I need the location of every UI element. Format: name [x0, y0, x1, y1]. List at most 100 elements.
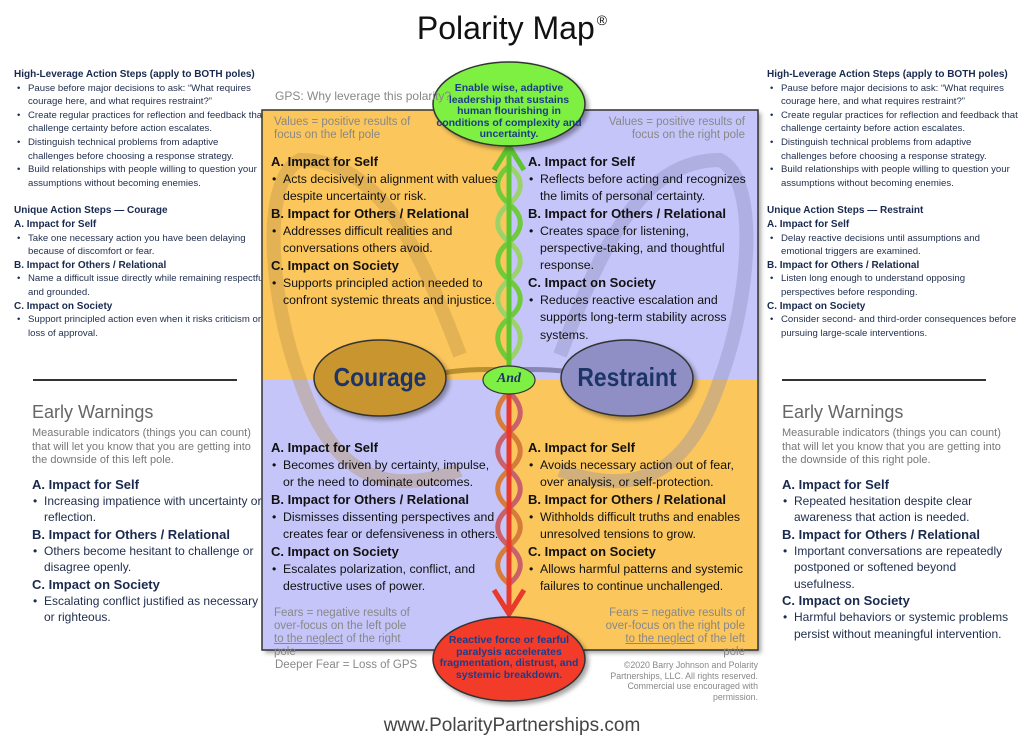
list-item: Distinguish technical problems from adap… [767, 136, 1019, 163]
section-label: C. Impact on Society [32, 576, 160, 592]
early-warnings-heading: Early Warnings [32, 402, 154, 422]
right-early-warnings: Early Warnings Measurable indicators (th… [782, 402, 1014, 642]
left-action-steps: High-Leverage Action Steps (apply to BOT… [14, 68, 266, 340]
section-label: A. Impact for Self [528, 154, 635, 169]
list-item: Create regular practices for reflection … [14, 109, 266, 136]
divider [33, 379, 237, 381]
section-label: B. Impact for Others / Relational [767, 259, 920, 271]
section-label: B. Impact for Others / Relational [782, 526, 980, 542]
high-leverage-heading: High-Leverage Action Steps (apply to BOT… [767, 69, 1008, 80]
list-item: Reduces reactive escalation and supports… [528, 292, 758, 344]
list-item: Name a difficult issue directly while re… [14, 272, 266, 299]
lower-left-fears: A. Impact for Self Becomes driven by cer… [271, 439, 501, 595]
fears-right-label: Fears = negative results of over-focus o… [603, 607, 745, 659]
unique-steps-heading: Unique Action Steps — Courage [14, 205, 168, 217]
early-warnings-heading: Early Warnings [782, 402, 904, 422]
section-label: C. Impact on Society [14, 300, 113, 312]
list-item: Escalating conflict justified as necessa… [32, 593, 264, 626]
left-early-warnings: Early Warnings Measurable indicators (th… [32, 402, 264, 626]
list-item: Addresses difficult realities and conver… [271, 223, 501, 258]
and-label: And [496, 371, 522, 386]
copyright-text: ©2020 Barry Johnson and Polarity Partner… [610, 660, 758, 702]
values-left-label: Values = positive results of focus on th… [274, 116, 411, 141]
deeper-fear-text: Reactive force or fearful paralysis acce… [439, 634, 579, 681]
section-label: A. Impact for Self [782, 476, 889, 492]
list-item: Supports principled action needed to con… [271, 275, 501, 310]
section-label: A. Impact for Self [271, 440, 378, 455]
list-item: Increasing impatience with uncertainty o… [32, 493, 264, 526]
neglect-text: to the neglect [625, 633, 695, 645]
section-label: A. Impact for Self [32, 476, 139, 492]
left-pole-ellipse [313, 339, 447, 417]
list-item: Others become hesitant to challenge or d… [32, 543, 264, 576]
list-item: Create regular practices for reflection … [767, 109, 1019, 136]
list-item: Consider second- and third-order consequ… [767, 313, 1019, 340]
section-label: B. Impact for Others / Relational [32, 526, 230, 542]
neglect-text: to the neglect [274, 633, 344, 645]
deeper-fear-label: Deeper Fear = Loss of GPS [275, 659, 418, 671]
list-item: Allows harmful patterns and systemic fai… [528, 561, 758, 596]
list-item: Acts decisively in alignment with values… [271, 171, 501, 206]
divider [782, 379, 986, 381]
left-pole-label: Courage [333, 362, 427, 392]
list-item: Listen long enough to understand opposin… [767, 272, 1019, 299]
list-item: Pause before major decisions to ask: “Wh… [767, 82, 1019, 109]
fears-left-text: Fears = negative results of over-focus o… [274, 607, 410, 632]
section-label: B. Impact for Others / Relational [271, 206, 469, 222]
early-warnings-description: Measurable indicators (things you can co… [782, 427, 1001, 466]
section-label: B. Impact for Others / Relational [528, 206, 726, 222]
section-label: A. Impact for Self [528, 440, 635, 455]
list-item: Escalates polarization, conflict, and de… [271, 561, 501, 596]
section-label: B. Impact for Others / Relational [271, 492, 469, 508]
list-item: Becomes driven by certainty, impulse, or… [271, 457, 501, 492]
upper-right-values: A. Impact for Self Reflects before actin… [528, 153, 758, 344]
list-item: Dismisses dissenting perspectives and cr… [271, 509, 501, 544]
upper-left-values: A. Impact for Self Acts decisively in al… [271, 153, 501, 309]
section-label: C. Impact on Society [782, 593, 910, 608]
list-item: Creates space for listening, perspective… [528, 223, 758, 275]
list-item: Support principled action even when it r… [14, 313, 266, 340]
list-item: Delay reactive decisions until assumptio… [767, 232, 1019, 259]
deeper-fear-ellipse [432, 616, 586, 702]
section-label: A. Impact for Self [767, 218, 850, 230]
fears-left-rest: of the right pole [274, 633, 401, 658]
section-label: C. Impact on Society [271, 544, 399, 560]
high-leverage-heading: High-Leverage Action Steps (apply to BOT… [14, 69, 255, 80]
section-label: C. Impact on Society [271, 258, 399, 274]
list-item: Repeated hesitation despite clear awaren… [782, 493, 1014, 526]
fears-right-text: Fears = negative results of over-focus o… [605, 607, 745, 632]
list-item: Take one necessary action you have been … [14, 232, 266, 259]
registered-mark: ® [596, 12, 608, 28]
list-item: Pause before major decisions to ask: “Wh… [14, 82, 266, 109]
list-item: Build relationships with people willing … [767, 163, 1019, 190]
fears-right-rest: of the left pole [694, 633, 745, 658]
list-item: Withholds difficult truths and enables u… [528, 509, 758, 544]
section-label: C. Impact on Society [528, 275, 656, 291]
section-label: B. Impact for Others / Relational [528, 492, 726, 508]
right-action-steps: High-Leverage Action Steps (apply to BOT… [767, 68, 1019, 340]
section-label: C. Impact on Society [528, 544, 656, 560]
section-label: A. Impact for Self [271, 154, 378, 169]
fears-left-label: Fears = negative results of over-focus o… [274, 607, 414, 659]
greater-purpose-ellipse [432, 61, 586, 147]
list-item: Avoids necessary action out of fear, ove… [528, 457, 758, 492]
list-item: Distinguish technical problems from adap… [14, 136, 266, 163]
list-item: Build relationships with people willing … [14, 163, 266, 190]
unique-steps-heading: Unique Action Steps — Restraint [767, 205, 924, 217]
list-item: Harmful behaviors or systemic problems p… [782, 609, 1014, 642]
lower-right-fears: A. Impact for Self Avoids necessary acti… [528, 439, 758, 595]
list-item: Important conversations are repeatedly p… [782, 543, 1014, 593]
list-item: Reflects before acting and recognizes th… [528, 171, 758, 206]
and-ellipse [482, 365, 536, 395]
gps-label: GPS: Why leverage this polarity? [275, 89, 452, 103]
section-label: A. Impact for Self [14, 218, 97, 230]
section-label: B. Impact for Others / Relational [14, 259, 167, 271]
values-right-label: Values = positive results of focus on th… [608, 116, 745, 141]
footer-url: www.PolarityPartnerships.com [383, 715, 641, 736]
early-warnings-description: Measurable indicators (things you can co… [32, 427, 251, 466]
page-title: Polarity Map® [0, 10, 1024, 47]
title-text: Polarity Map [416, 10, 595, 46]
section-label: C. Impact on Society [767, 300, 866, 312]
right-pole-label: Restraint [577, 362, 677, 392]
greater-purpose-text: Enable wise, adaptive leadership that su… [436, 82, 582, 140]
